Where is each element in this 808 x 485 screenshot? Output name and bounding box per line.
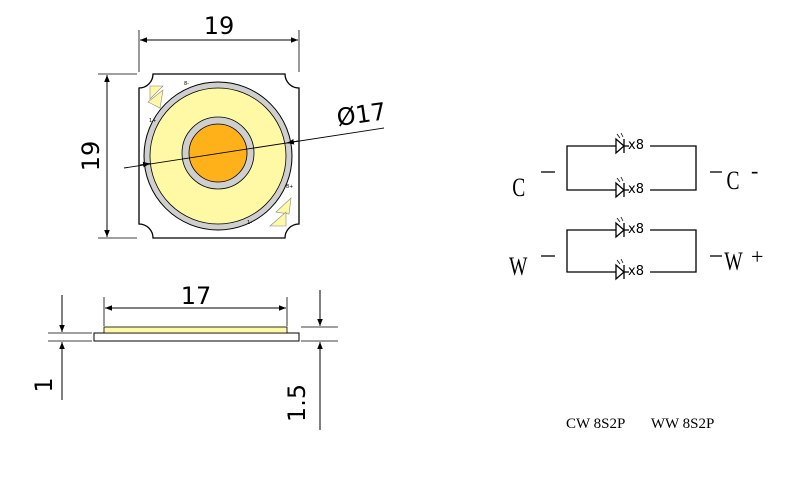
pad-triangle-top-left-2 bbox=[147, 89, 164, 109]
cw-right-bracket bbox=[650, 145, 697, 191]
length-label: 17 bbox=[181, 282, 212, 310]
diameter-arrow-left bbox=[139, 161, 151, 168]
pad-mark-1: 8- bbox=[184, 81, 189, 87]
side-phosphor-layer bbox=[103, 326, 288, 334]
circuit-diagram bbox=[541, 132, 722, 281]
ww-right-sign: + bbox=[751, 244, 763, 269]
pad-triangle-top-left-1 bbox=[149, 85, 164, 100]
cw-right-label: C bbox=[727, 166, 740, 194]
led-symbol-3 bbox=[611, 216, 629, 239]
pad-mark-3: 8+ bbox=[286, 184, 293, 190]
cw-right-sign: - bbox=[751, 158, 758, 183]
ww-left-bracket bbox=[566, 229, 611, 273]
led-count-labels: x8 x8 x8 x8 bbox=[628, 138, 644, 279]
led-count-4: x8 bbox=[628, 264, 644, 279]
ww-config-label: WW 8S2P bbox=[650, 416, 715, 432]
pad-mark-4: 1- bbox=[247, 220, 252, 226]
led-symbol-4 bbox=[611, 258, 629, 281]
height-label: 19 bbox=[77, 141, 105, 172]
pad-triangle-bottom-right-1 bbox=[275, 197, 292, 215]
diameter-leader bbox=[123, 127, 385, 169]
ww-left-label: W bbox=[509, 252, 528, 280]
led-count-1: x8 bbox=[628, 138, 644, 153]
ww-right-bracket bbox=[650, 229, 697, 273]
top-view: 8- 1+ 8+ 1- 19 19 Ø17 bbox=[77, 12, 388, 239]
cw-left-label: C bbox=[512, 173, 525, 201]
config-caption: CW 8S2P WW 8S2P bbox=[566, 416, 714, 433]
h15-label: 1.5 bbox=[283, 384, 311, 422]
diameter-arrow-right bbox=[286, 138, 299, 145]
ww-right-label: W bbox=[724, 247, 743, 275]
cw-left-bracket bbox=[566, 145, 611, 191]
led-count-2: x8 bbox=[628, 182, 644, 197]
thickness-label: 1 bbox=[30, 377, 58, 392]
pad-triangle-bottom-right-2 bbox=[269, 211, 287, 227]
warm-phosphor-area bbox=[188, 123, 248, 183]
side-substrate bbox=[93, 332, 300, 342]
terminal-labels: C C - W W + bbox=[509, 158, 763, 281]
pad-mark-2: 1+ bbox=[149, 118, 156, 124]
diameter-label: Ø17 bbox=[335, 97, 388, 132]
cw-config-label: CW 8S2P bbox=[566, 416, 626, 432]
side-view: 17 1 1.5 bbox=[30, 282, 338, 430]
led-symbol-2 bbox=[611, 176, 629, 199]
width-label: 19 bbox=[204, 12, 235, 40]
led-count-3: x8 bbox=[628, 222, 644, 237]
led-symbol-1 bbox=[611, 132, 629, 155]
